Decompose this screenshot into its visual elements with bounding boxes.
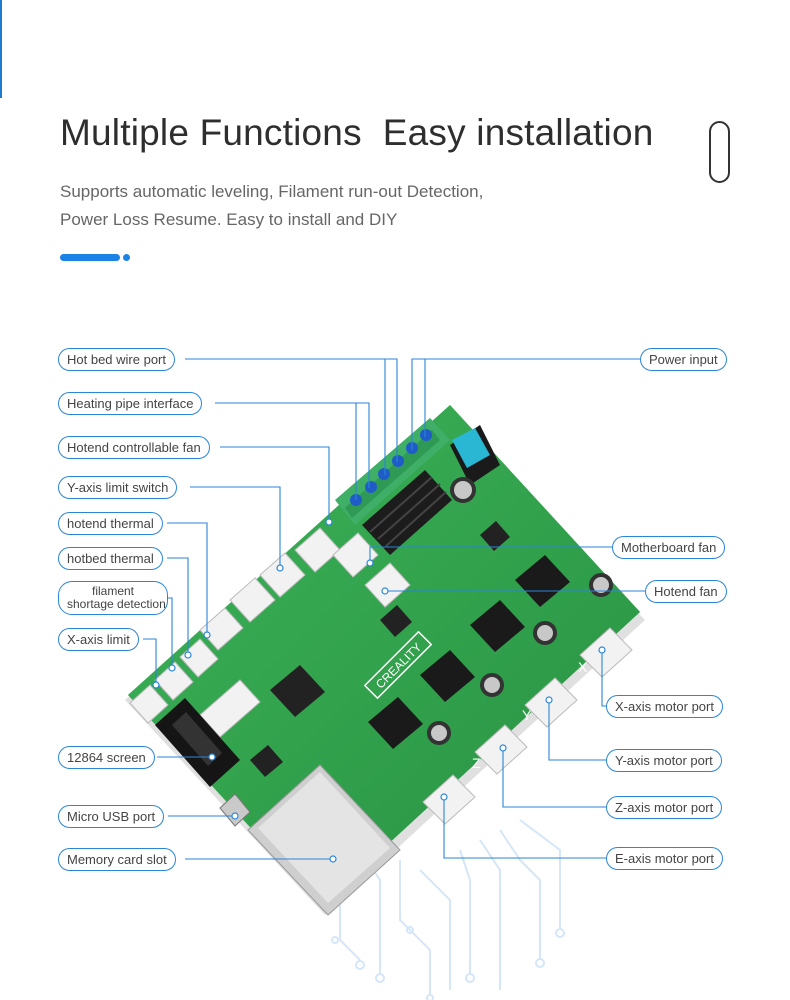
leader-endpoints [152, 518, 606, 863]
label-z-axis-motor-port: Z-axis motor port [606, 796, 723, 819]
circuit-traces-decoration [331, 819, 565, 1000]
label-power-input: Power input [640, 348, 727, 371]
label-heating-pipe-interface: Heating pipe interface [58, 392, 203, 415]
page-title: Multiple Functions Easy installation [60, 112, 654, 153]
small-chips [250, 521, 510, 777]
left-connectors [129, 527, 411, 738]
sd-card-slot [247, 764, 401, 916]
accent-dot [123, 254, 130, 261]
label-hotend-controllable-fan: Hotend controllable fan [58, 436, 210, 459]
top-accent-line [0, 0, 2, 98]
svg-text:Z: Z [472, 755, 481, 771]
label-hotend-fan: Hotend fan [645, 580, 727, 603]
accent-bar [60, 254, 120, 261]
fuse-holder [450, 425, 500, 485]
svg-text:Y: Y [522, 707, 532, 723]
subtitle-line-1: Supports automatic leveling, Filament ru… [60, 182, 484, 201]
lcd-header-connector [155, 698, 240, 787]
label-hot-bed-wire-port: Hot bed wire port [58, 348, 175, 371]
mcu-chip [270, 665, 325, 717]
power-terminal-block [335, 418, 450, 525]
label-memory-card-slot: Memory card slot [58, 848, 176, 871]
pcb-board [125, 405, 645, 915]
label-motherboard-fan: Motherboard fan [612, 536, 726, 559]
label-y-axis-limit-switch: Y-axis limit switch [58, 476, 178, 499]
subtitle-line-2: Power Loss Resume. Easy to install and D… [60, 210, 398, 229]
leader-lines [143, 358, 645, 860]
label-filament-line-1: filament [91, 584, 135, 598]
pill-icon [709, 121, 730, 183]
micro-usb-connector [219, 793, 251, 827]
axis-silkscreen: X Y Z [472, 659, 588, 771]
label-12864-screen: 12864 screen [58, 746, 155, 769]
main-heatsink [362, 470, 452, 555]
label-y-axis-motor-port: Y-axis motor port [606, 749, 722, 772]
label-filament-line-2: shortage detection [67, 597, 166, 611]
capacitors [427, 477, 613, 745]
label-e-axis-motor-port: E-axis motor port [606, 847, 723, 870]
svg-text:X: X [578, 659, 588, 675]
label-x-axis-motor-port: X-axis motor port [606, 695, 723, 718]
label-hotend-thermal: hotend thermal [58, 512, 163, 535]
label-hotbed-thermal: hotbed thermal [58, 547, 163, 570]
label-x-axis-limit: X-axis limit [58, 628, 139, 651]
stepper-heatsinks [368, 555, 570, 749]
label-micro-usb-port: Micro USB port [58, 805, 165, 828]
label-filament-shortage-detection: filament shortage detection [58, 581, 168, 615]
page-subtitle: Supports automatic leveling, Filament ru… [60, 178, 483, 234]
